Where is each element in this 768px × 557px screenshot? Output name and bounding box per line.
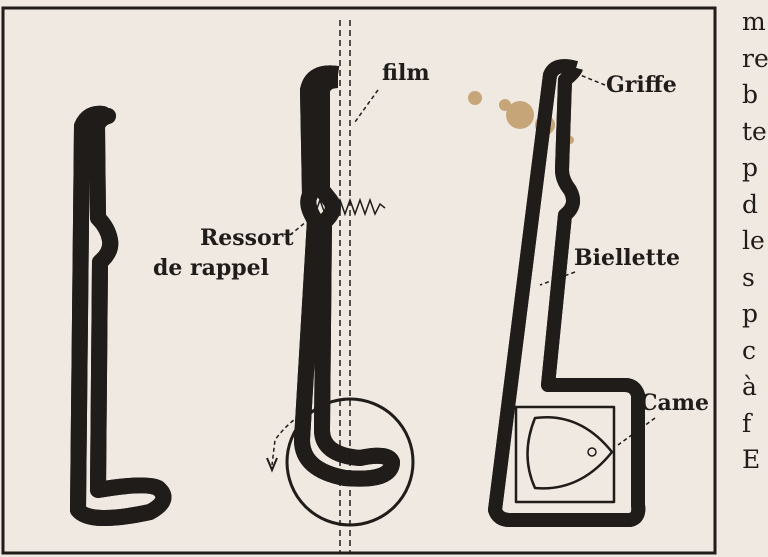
side-text-line: le (742, 226, 765, 255)
side-text-column: m re b te p d le s p c à f E (742, 4, 768, 479)
side-text-line: d (742, 189, 759, 219)
side-text-line: m (742, 7, 766, 36)
side-text-line: p (742, 153, 759, 182)
figure-frame (1, 6, 717, 555)
cam (526, 416, 614, 490)
claw-shape-2 (266, 20, 415, 553)
rotation-arrow (271, 399, 346, 466)
side-text-line: c (742, 335, 757, 365)
side-text-line: à (742, 372, 757, 401)
side-text-line: s (742, 262, 755, 292)
side-text-line: b (742, 80, 759, 109)
spring (304, 197, 386, 217)
label-griffe: Griffe (606, 72, 677, 98)
side-text-line: re (742, 43, 768, 73)
label-ressort: Ressort (200, 225, 294, 251)
side-text-line: p (742, 299, 759, 328)
side-text-line: f (742, 408, 752, 438)
label-film: film (382, 60, 430, 86)
side-text-line: te (742, 116, 767, 146)
claw-shape-1 (70, 114, 163, 518)
label-came: Came (640, 390, 709, 416)
claw-shape-3 (488, 66, 656, 520)
cam-housing (514, 405, 616, 504)
side-text-line: E (742, 445, 761, 474)
label-de-rappel: de rappel (153, 255, 269, 281)
label-biellette: Biellette (574, 245, 680, 271)
arrow-head-icon (266, 457, 278, 473)
